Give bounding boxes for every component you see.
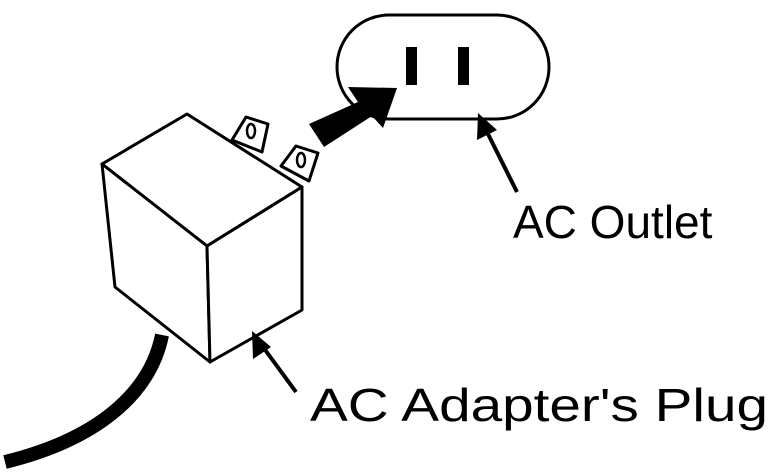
adapter-prongs (230, 115, 320, 183)
outlet-slot-right (458, 47, 469, 85)
prong-back (230, 115, 270, 154)
adapter-right-face (205, 185, 304, 364)
outlet-slot-left (406, 47, 417, 85)
ac-adapter-icon (100, 112, 304, 364)
outlet-pointer-arrow (477, 113, 519, 193)
plug-pointer-arrow (252, 331, 298, 394)
ac-outlet-label: AC Outlet (513, 196, 713, 248)
power-cord (3, 333, 169, 469)
ac-adapter-plug-label: AC Adapter's Plug (310, 379, 768, 431)
prong-front (279, 144, 320, 183)
insert-arrow-icon (309, 87, 397, 147)
